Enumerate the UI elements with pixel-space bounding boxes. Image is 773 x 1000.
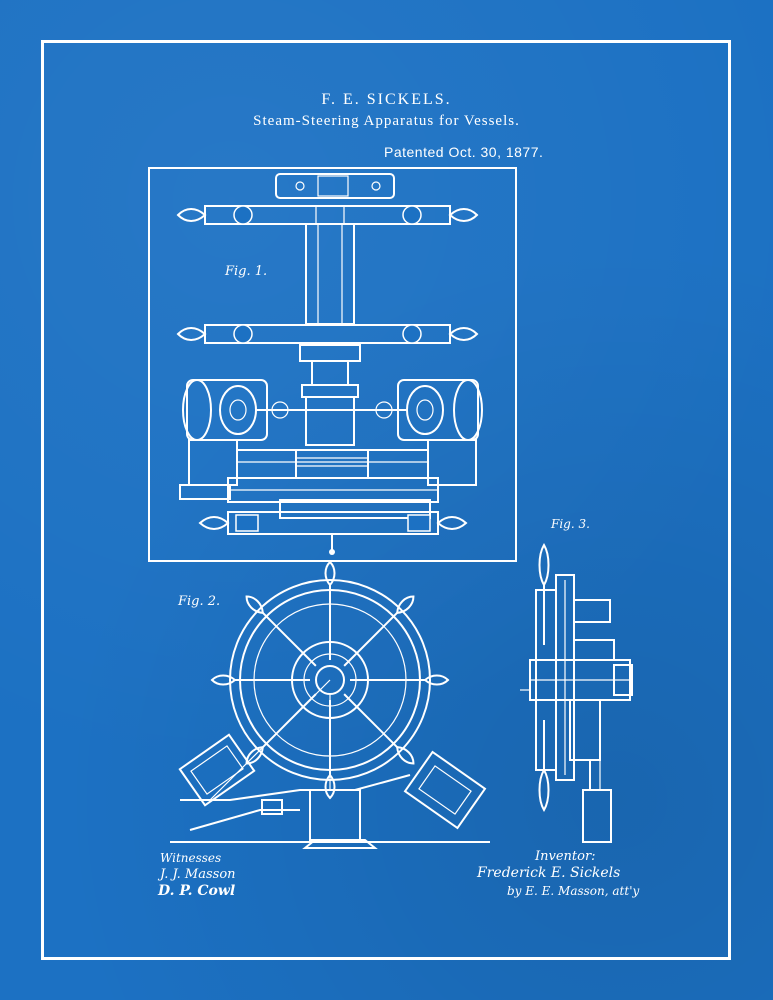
inventor-label: Inventor: (535, 849, 596, 864)
inventor-signature: Frederick E. Sickels (477, 865, 621, 881)
fig3-label: Fig. 3. (551, 517, 590, 531)
fig1-border (148, 167, 517, 562)
fig2-label: Fig. 2. (178, 594, 221, 609)
fig1-label: Fig. 1. (225, 264, 268, 279)
fig3-drawing (520, 543, 633, 843)
patent-title: Steam-Steering Apparatus for Vessels. (253, 113, 520, 129)
inventor-heading: F. E. SICKELS. (321, 91, 452, 108)
witness-1-signature: J. J. Masson (160, 867, 236, 882)
witnesses-label: Witnesses (160, 851, 222, 865)
fig2-drawing (170, 560, 490, 849)
attorney-signature: by E. E. Masson, att'y (507, 884, 640, 898)
fig1-drawing (148, 167, 517, 562)
witness-2-signature: D. P. Cowl (158, 883, 236, 899)
outer-frame (41, 40, 731, 960)
patent-date: Patented Oct. 30, 1877. (384, 144, 544, 160)
